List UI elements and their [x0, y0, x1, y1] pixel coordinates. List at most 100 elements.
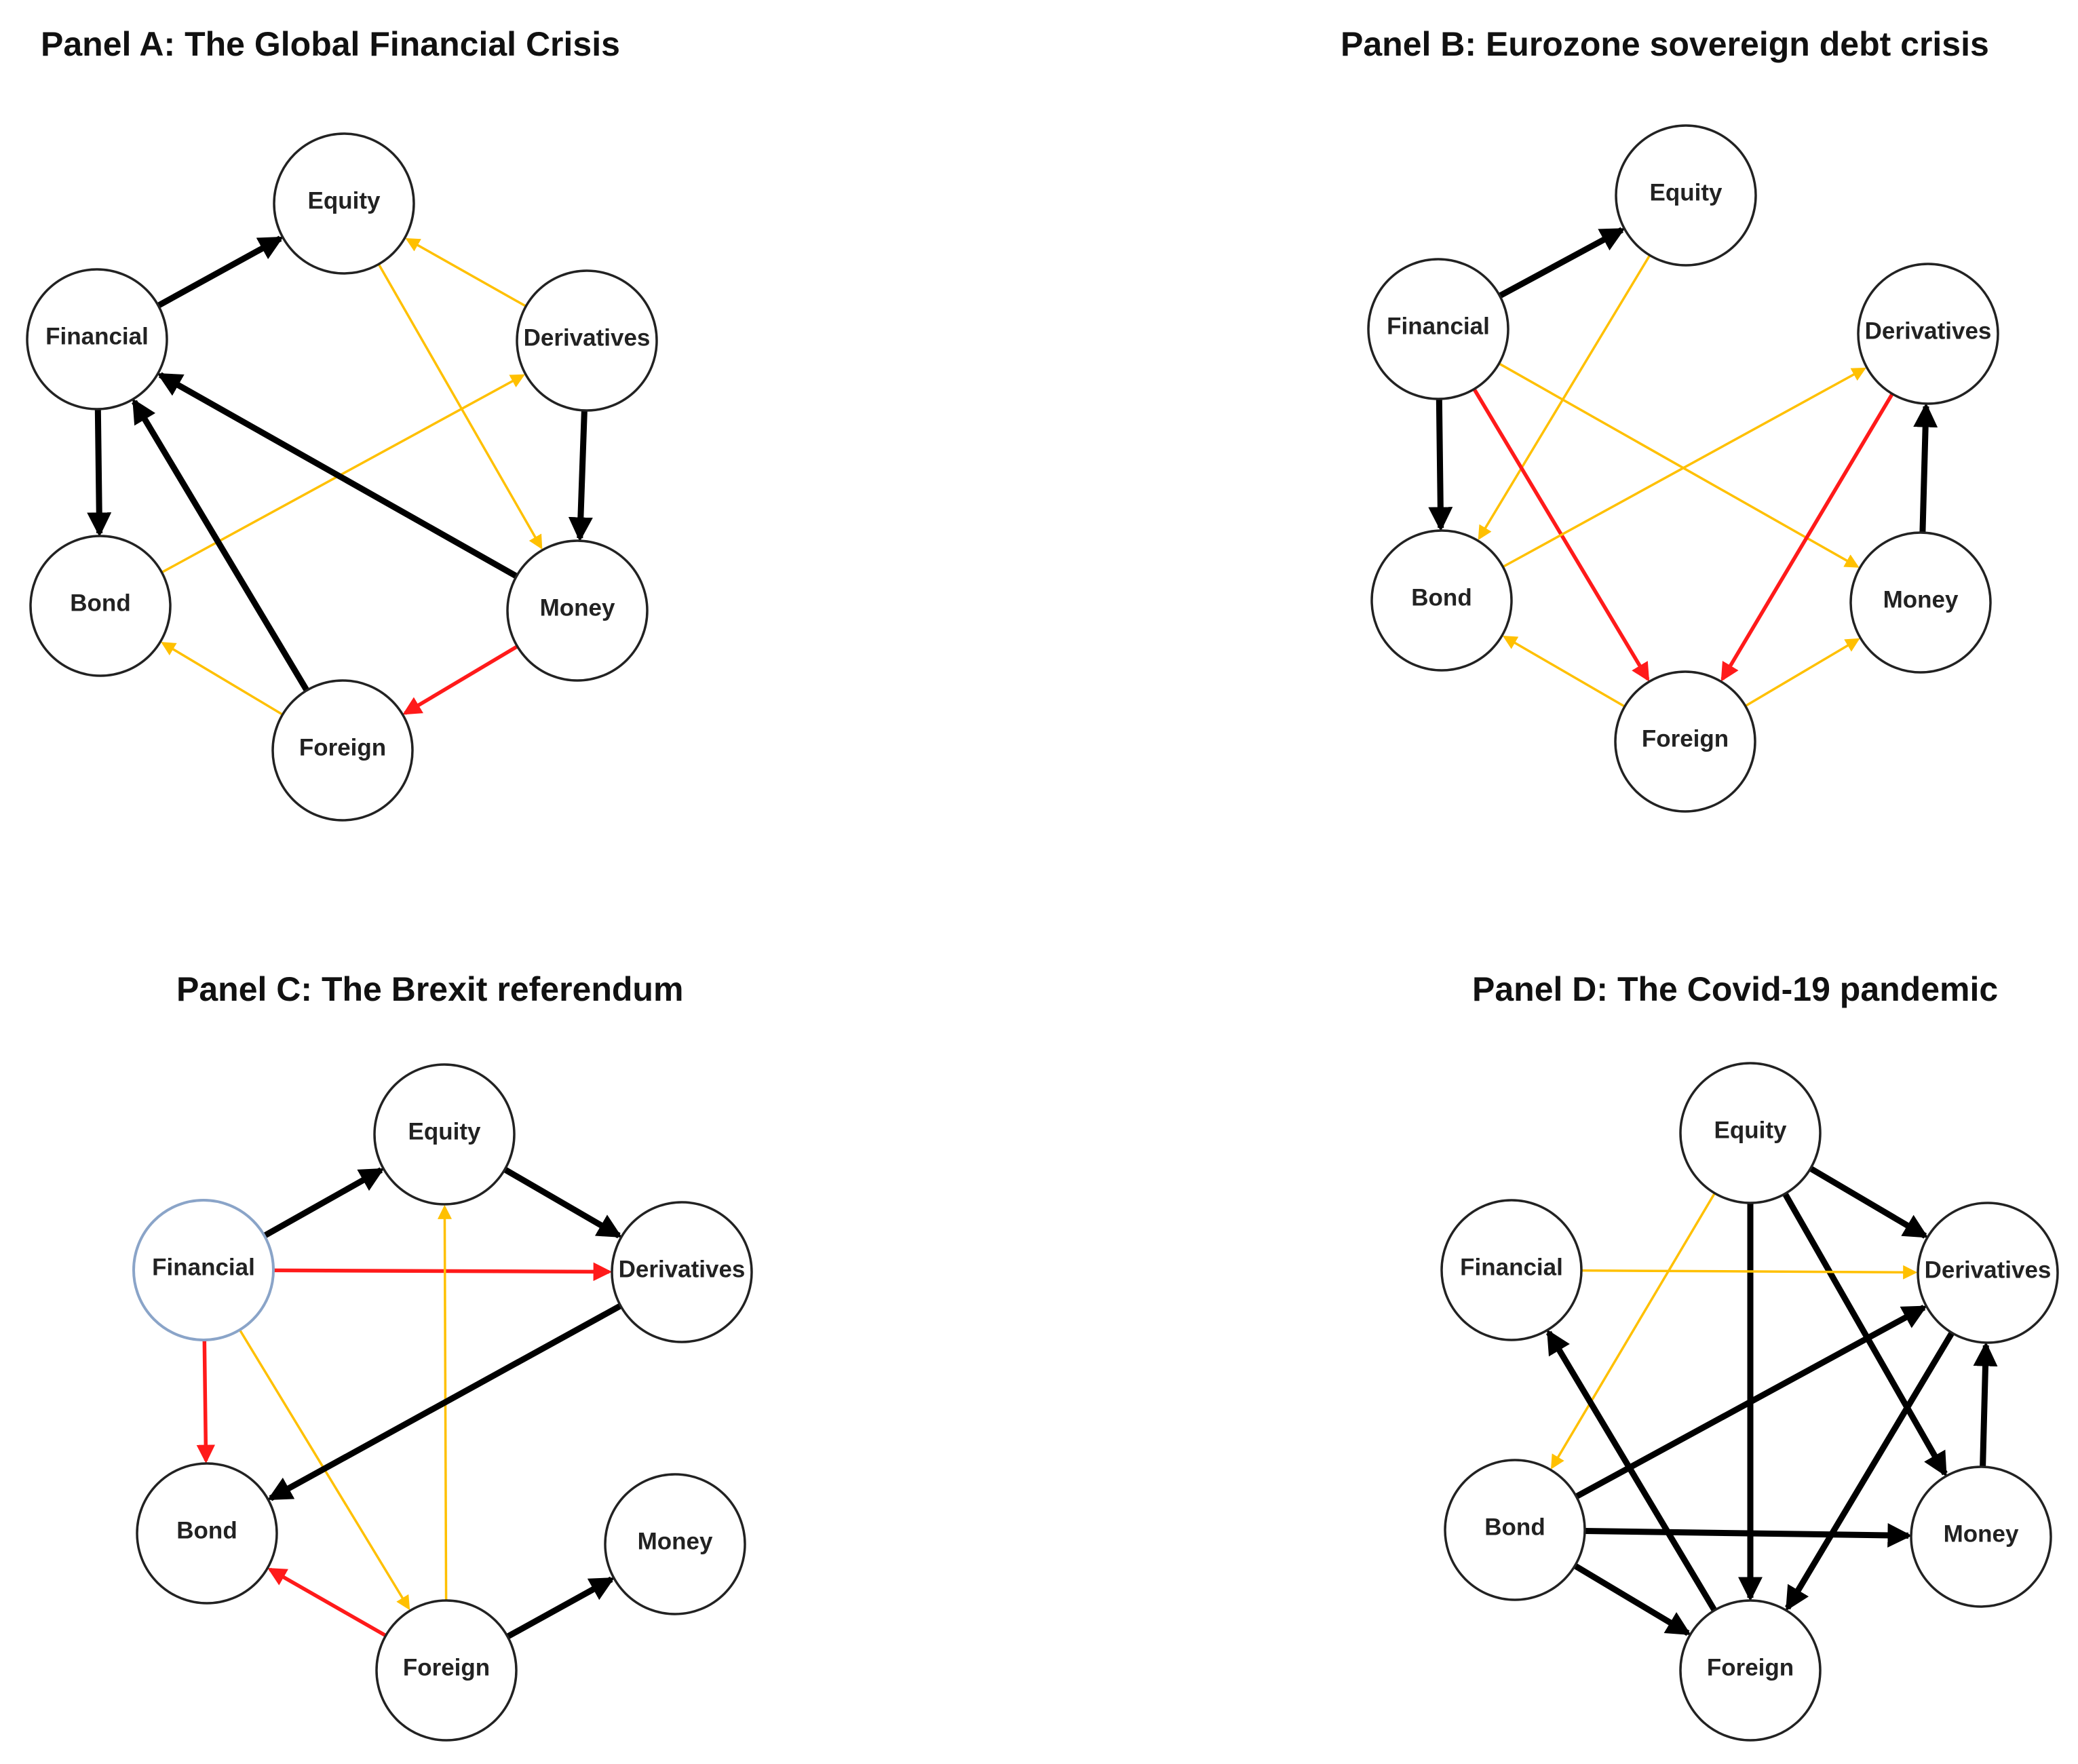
panel-b-edge-financial-to-equity [1498, 227, 1625, 299]
panel-d-node-bond: Bond [1444, 1459, 1586, 1601]
node-label: Derivatives [524, 324, 651, 351]
panel-c-edge-financial-to-equity [263, 1167, 385, 1239]
node-label: Bond [70, 590, 130, 616]
node-circle [26, 268, 168, 410]
panel-d-edge-financial-to-derivatives [1581, 1265, 1918, 1280]
panel-a-edges [87, 235, 593, 716]
node-circle [1367, 258, 1509, 400]
node-circle [1615, 124, 1757, 267]
panel-d: Panel D: The Covid-19 pandemic EquityFin… [1440, 970, 2059, 1742]
node-circle [1910, 1465, 2052, 1608]
node-label: Derivatives [1865, 318, 1992, 344]
panel-b-node-derivatives: Derivatives [1857, 263, 1999, 405]
panel-b-edge-financial-to-money [1498, 362, 1860, 568]
panel-d-node-money: Money [1910, 1465, 2052, 1608]
panel-b-edge-foreign-to-bond [1502, 636, 1625, 708]
node-circle [1370, 529, 1513, 672]
panel-c-edge-financial-to-bond [196, 1339, 216, 1464]
panel-a-edge-derivatives-to-money [568, 410, 593, 542]
panel-b-node-money: Money [1849, 531, 1992, 674]
panel-c-edge-financial-to-derivatives [273, 1262, 613, 1282]
panel-d-edge-equity-to-bond [1550, 1192, 1716, 1470]
node-label: Money [540, 594, 615, 621]
panel-b-edges [1428, 227, 1938, 708]
node-label: Equity [408, 1118, 481, 1145]
panel-a-node-foreign: Foreign [271, 679, 414, 822]
panel-d-edge-equity-to-money [1782, 1192, 1948, 1477]
node-label: Financial [152, 1254, 255, 1280]
panel-a-edge-derivatives-to-equity [405, 238, 527, 307]
panel-c-node-financial: Financial [132, 1199, 275, 1341]
panel-c-edge-foreign-to-money [506, 1576, 615, 1640]
panel-d-node-foreign: Foreign [1679, 1599, 1822, 1742]
panel-b-edge-money-to-derivatives [1913, 402, 1938, 533]
node-circle [611, 1201, 753, 1343]
panel-d-edge-equity-to-derivatives [1809, 1166, 1929, 1239]
node-label: Derivatives [1925, 1257, 2052, 1283]
node-label: Equity [308, 187, 381, 214]
panel-c-node-derivatives: Derivatives [611, 1201, 753, 1343]
panel-a-node-money: Money [506, 539, 649, 682]
node-circle [1679, 1062, 1822, 1204]
panel-c-edge-derivatives-to-bond [267, 1303, 622, 1501]
panel-c-node-money: Money [604, 1473, 746, 1615]
node-circle [506, 539, 649, 682]
node-label: Foreign [1707, 1654, 1794, 1681]
panel-d-node-equity: Equity [1679, 1062, 1822, 1204]
node-label: Financial [45, 323, 149, 349]
panel-b-node-equity: Equity [1615, 124, 1757, 267]
node-label: Equity [1650, 179, 1723, 206]
node-label: Money [638, 1528, 713, 1554]
panel-c-title: Panel C: The Brexit referendum [176, 970, 683, 1008]
panel-c-edge-foreign-to-bond [267, 1567, 387, 1638]
panel-a-edge-bond-to-derivatives [161, 374, 525, 574]
panel-b-node-financial: Financial [1367, 258, 1509, 400]
node-label: Bond [1484, 1514, 1545, 1540]
panel-d-node-derivatives: Derivatives [1917, 1202, 2059, 1344]
node-label: Derivatives [619, 1256, 746, 1282]
panel-a-edge-equity-to-money [377, 263, 543, 550]
panel-d-edges [1545, 1166, 1998, 1636]
panel-b-edge-equity-to-bond [1478, 254, 1651, 541]
node-label: Bond [1411, 584, 1471, 611]
panel-c-node-foreign: Foreign [375, 1599, 518, 1742]
node-circle [604, 1473, 746, 1615]
node-label: Money [1883, 586, 1959, 613]
panel-b-node-foreign: Foreign [1614, 670, 1756, 813]
node-label: Financial [1460, 1254, 1563, 1280]
node-label: Equity [1714, 1117, 1787, 1143]
panel-c-node-equity: Equity [373, 1063, 516, 1206]
panel-a-node-derivatives: Derivatives [516, 269, 658, 412]
node-label: Money [1944, 1520, 2019, 1547]
node-circle [271, 679, 414, 822]
node-circle [1444, 1459, 1586, 1601]
panel-b: Panel B: Eurozone sovereign debt crisis … [1341, 25, 1999, 813]
panel-d-edge-money-to-derivatives [1973, 1341, 1998, 1468]
panel-b-node-bond: Bond [1370, 529, 1513, 672]
node-circle [1857, 263, 1999, 405]
panel-d-title: Panel D: The Covid-19 pandemic [1472, 970, 1998, 1008]
node-circle [1679, 1599, 1822, 1742]
panel-d-edge-derivatives-to-foreign [1785, 1331, 1955, 1611]
node-circle [375, 1599, 518, 1742]
node-circle [373, 1063, 516, 1206]
node-circle [516, 269, 658, 412]
panel-a: Panel A: The Global Financial Crisis Equ… [26, 25, 658, 822]
node-circle [1614, 670, 1756, 813]
panel-c: Panel C: The Brexit referendum EquityFin… [132, 970, 753, 1742]
panel-c-edges [196, 1166, 623, 1640]
panel-a-edge-financial-to-bond [87, 408, 112, 537]
panel-c-edge-equity-to-derivatives [503, 1166, 623, 1239]
panel-b-edge-derivatives-to-foreign [1720, 393, 1894, 682]
panel-b-edge-bond-to-derivatives [1502, 367, 1866, 569]
panel-a-edge-money-to-financial [157, 372, 518, 579]
panel-a-title: Panel A: The Global Financial Crisis [41, 25, 620, 63]
panel-a-edge-money-to-foreign [402, 645, 518, 715]
node-circle [273, 132, 415, 275]
panel-b-title: Panel B: Eurozone sovereign debt crisis [1341, 25, 1989, 63]
node-label: Bond [176, 1517, 237, 1544]
